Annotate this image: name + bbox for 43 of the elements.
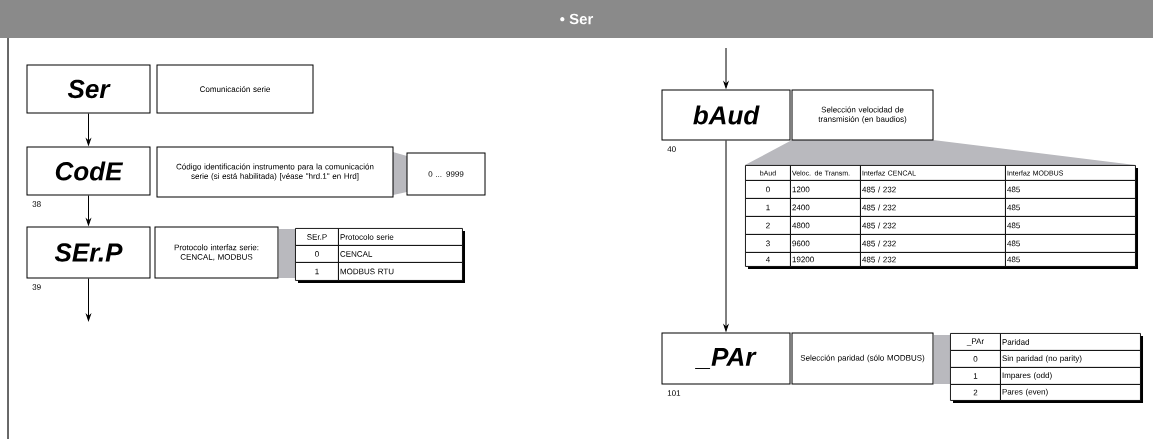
table-cell: 485 <box>1005 234 1136 253</box>
arrow <box>723 140 729 332</box>
description-box: Selección velocidad de transmisión (en baudios) <box>791 89 934 141</box>
table-cell: 1 <box>745 198 791 217</box>
description-box: Comunicación serie <box>156 64 314 114</box>
arrow <box>86 195 91 226</box>
description-box: Protocolo interfaz serie: CENCAL, MODBUS <box>154 226 279 279</box>
table-cell: 4 <box>745 252 791 267</box>
description-box: Código identificación instrumento para la comunicación serie (si está habilitada) [véase "hrd.1" en Hrd] <box>156 146 394 198</box>
table-cell: 0 <box>950 350 1001 368</box>
table-cell: 2400 <box>790 198 861 217</box>
display-box: Ser <box>26 64 151 114</box>
step-number: 40 <box>667 146 676 152</box>
description-box: Selección paridad (sólo MODBUS) <box>791 332 934 385</box>
table-cell: 2 <box>950 384 1001 401</box>
table-cell: 485 <box>1005 180 1136 199</box>
table-cell: 2 <box>745 216 791 235</box>
arrow <box>86 278 91 321</box>
table-cell: 9600 <box>790 234 861 253</box>
arrow <box>723 47 729 89</box>
step-number: 101 <box>667 390 681 396</box>
step-number: 38 <box>32 201 41 207</box>
table-cell: 485 <box>1005 216 1136 235</box>
table-cell: 3 <box>745 234 791 253</box>
table-cell: 0 <box>745 180 791 199</box>
table-cell: 485 <box>1005 252 1136 267</box>
step-number: 39 <box>32 284 41 290</box>
display-box: CodE <box>26 146 151 196</box>
table-cell: 1 <box>950 367 1001 385</box>
table-cell: 19200 <box>790 252 861 267</box>
table-cell: _PAr <box>950 333 1001 351</box>
table-cell: 1200 <box>790 180 861 199</box>
header-bar: • Ser <box>0 0 1153 38</box>
table-cell: 4800 <box>790 216 861 235</box>
table-cell: SEr.P <box>295 228 339 246</box>
table-cell: 485 <box>1005 198 1136 217</box>
display-box: bAud <box>661 89 791 141</box>
display-box: _PAr <box>661 332 791 385</box>
description-box: 0 ... 9999 <box>406 152 486 196</box>
table-cell: 0 <box>295 245 339 263</box>
display-box: SEr.P <box>26 226 151 279</box>
arrow <box>86 113 91 146</box>
table-cell: 1 <box>295 262 339 281</box>
